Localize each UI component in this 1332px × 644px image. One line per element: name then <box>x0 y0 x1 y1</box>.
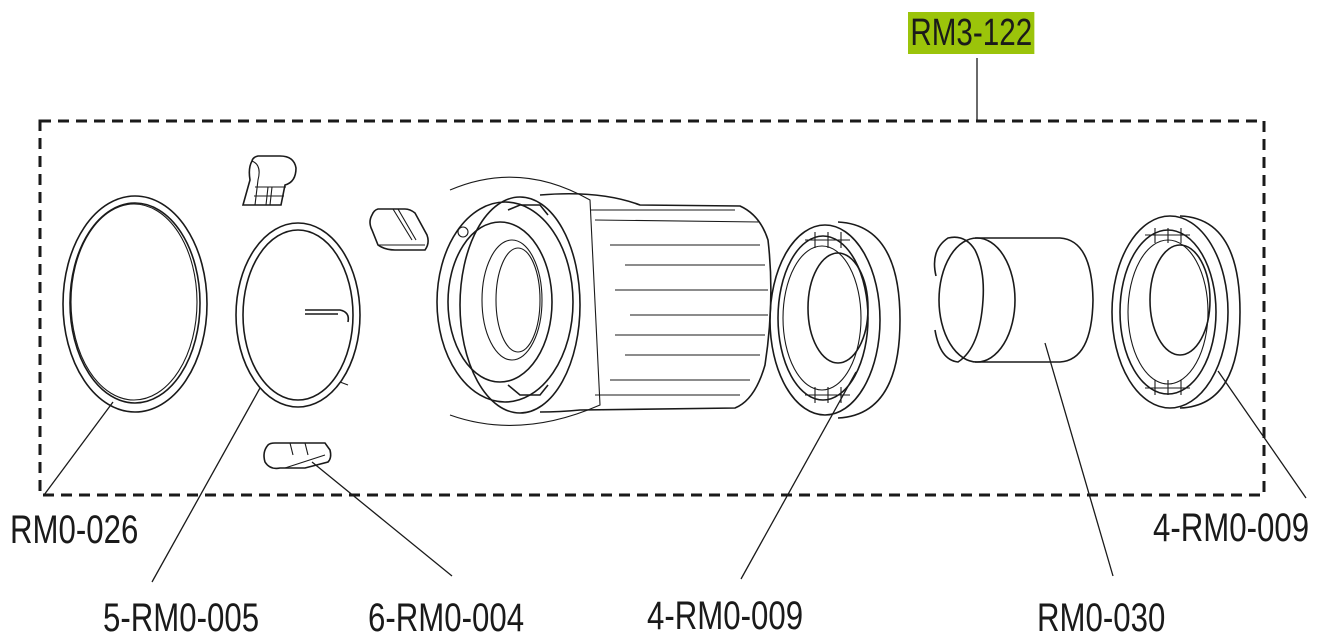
label-bearing-right[interactable]: 4-RM0-009 <box>1153 506 1310 550</box>
bearing-right-part[interactable] <box>1111 215 1241 409</box>
pawl-middle[interactable] <box>369 208 429 251</box>
leader-rm0-026 <box>43 401 114 496</box>
freehub-body-part[interactable] <box>436 176 772 426</box>
label-spacer[interactable]: RM0-030 <box>1037 596 1166 640</box>
pawl-bottom[interactable] <box>263 442 332 470</box>
label-pawl-spring[interactable]: 5-RM0-005 <box>103 596 260 640</box>
snap-ring-part[interactable] <box>62 195 208 413</box>
label-bearing-left[interactable]: 4-RM0-009 <box>647 594 804 638</box>
assembly-part-number[interactable]: RM3-122 <box>908 12 1035 54</box>
spacer-part[interactable] <box>933 236 1094 363</box>
pawl-spring-part[interactable] <box>235 222 361 408</box>
leader-4-rm0-009-right <box>1217 370 1307 499</box>
leader-6-rm0-004 <box>311 461 453 577</box>
assembly-boundary <box>38 119 1266 497</box>
leader-5-rm0-005 <box>151 387 261 583</box>
bearing-left-part[interactable] <box>769 221 901 419</box>
pawl-top[interactable] <box>241 155 297 206</box>
label-pawls[interactable]: 6-RM0-004 <box>368 596 525 640</box>
label-snap-ring[interactable]: RM0-026 <box>10 508 139 552</box>
leader-rm0-030 <box>1044 342 1114 577</box>
leader-4-rm0-009-left <box>740 371 857 580</box>
